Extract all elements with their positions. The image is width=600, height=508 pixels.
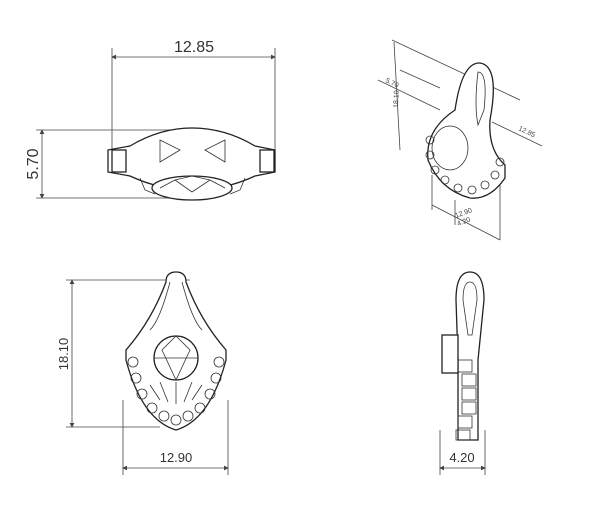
iso-label-height: 18.10: [393, 90, 401, 108]
side-depth-label: 4.20: [449, 450, 474, 465]
top-height-label: 5.70: [25, 148, 42, 179]
top-width-label: 12.85: [174, 39, 214, 56]
iso-label-height-small: 5.70: [384, 77, 399, 89]
iso-label-depth: 4.20: [456, 217, 471, 228]
front-width-label: 12.90: [160, 450, 193, 465]
iso-view: 5.70 18.10 12.85 12.90 4.20: [377, 39, 543, 241]
top-view: 12.85 5.70: [25, 39, 276, 201]
side-view: 4.20: [439, 271, 486, 475]
iso-label-width: 12.85: [517, 125, 536, 139]
front-height-label: 18.10: [56, 338, 71, 371]
front-view: 18.10 12.90: [56, 271, 229, 475]
